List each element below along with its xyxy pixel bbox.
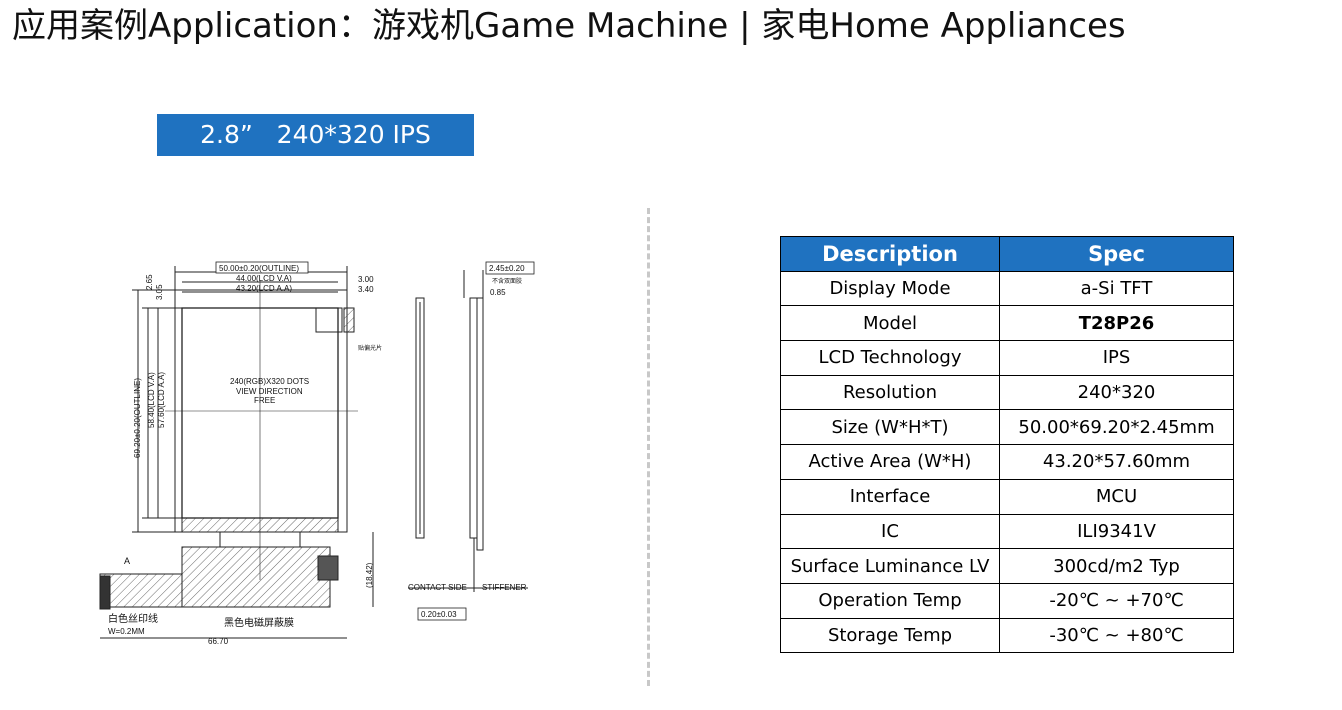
row-description: LCD Technology (780, 340, 1000, 376)
dim-va-height: 58.40(LCD V.A) (147, 372, 156, 428)
row-description: Surface Luminance LV (780, 548, 1000, 584)
row-description: Display Mode (780, 270, 1000, 307)
row-spec: IPS (999, 340, 1234, 376)
row-description: IC (780, 513, 1000, 550)
dim-aa-width: 43.20(LCD A.A) (236, 284, 292, 293)
thickness-note: 不含双面胶 (492, 277, 522, 285)
dim-left-1: 2.65 (145, 274, 154, 290)
row-spec: MCU (999, 478, 1234, 515)
row-spec: 50.00*69.20*2.45mm (999, 409, 1234, 446)
silk-label: 白色丝印线 (108, 612, 158, 625)
shield-label: 黑色电磁屏蔽膜 (224, 616, 294, 629)
dim-top-gap-1: 3.00 (358, 275, 374, 284)
row-spec: a-Si TFT (999, 270, 1234, 307)
dim-stiffener-thickness: 0.20±0.03 (421, 610, 457, 619)
row-spec: 300cd/m2 Typ (999, 548, 1234, 584)
row-description: Model (780, 305, 1000, 342)
table-row: Active Area (W*H)43.20*57.60mm (780, 444, 1234, 480)
row-description: Resolution (780, 374, 1000, 411)
dim-left-2: 3.05 (155, 284, 164, 300)
stiffener-label: STIFFENER (482, 583, 527, 592)
model-badge: 2.8” 240*320 IPS (157, 114, 474, 156)
table-row: Size (W*H*T)50.00*69.20*2.45mm (780, 409, 1234, 446)
dim-fpc-height: (18.42) (365, 562, 374, 588)
dim-thickness: 2.45±0.20 (489, 264, 525, 273)
view-label: VIEW DIRECTION (236, 387, 303, 396)
mark-a: A (124, 556, 130, 566)
dim-outline-height: 69.20±0.20(OUTLINE) (133, 378, 142, 458)
dots-label: 240(RGB)X320 DOTS (230, 377, 309, 386)
row-description: Storage Temp (780, 617, 1000, 654)
row-spec: ILI9341V (999, 513, 1234, 550)
dim-va-width: 44.00(LCD V.A) (236, 274, 292, 283)
section-divider (647, 208, 650, 686)
table-row: Operation Temp-20℃ ~ +70℃ (780, 582, 1234, 619)
silk-width-label: W=0.2MM (108, 627, 145, 636)
dim-outline-width: 50.00±0.20(OUTLINE) (219, 264, 299, 273)
row-description: Active Area (W*H) (780, 444, 1000, 480)
mechanical-drawing: 50.00±0.20(OUTLINE) 44.00(LCD V.A) 43.20… (99, 261, 535, 646)
row-spec: 240*320 (999, 374, 1234, 411)
contact-side-label: CONTACT SIDE (408, 583, 467, 592)
film-label: 贴偏光片 (358, 344, 382, 352)
dim-aa-height: 57.60(LCD A.A) (157, 372, 166, 428)
row-description: Interface (780, 478, 1000, 515)
row-spec: -30℃ ~ +80℃ (999, 617, 1234, 654)
header-description: Description (780, 236, 1000, 272)
free-label: FREE (254, 396, 275, 405)
row-description: Size (W*H*T) (780, 409, 1000, 446)
row-spec: -20℃ ~ +70℃ (999, 582, 1234, 619)
dim-side: 0.85 (490, 288, 506, 297)
page-title: 应用案例Application：游戏机Game Machine | 家电Home… (12, 6, 1126, 46)
table-header-row: Description Spec (780, 236, 1234, 272)
row-description: Operation Temp (780, 582, 1000, 619)
table-row: Storage Temp-30℃ ~ +80℃ (780, 617, 1234, 654)
row-spec: T28P26 (999, 305, 1234, 342)
header-spec: Spec (999, 236, 1234, 272)
row-spec: 43.20*57.60mm (999, 444, 1234, 480)
dim-top-gap-2: 3.40 (358, 285, 374, 294)
dim-bottom-width: 66.70 (208, 637, 229, 646)
